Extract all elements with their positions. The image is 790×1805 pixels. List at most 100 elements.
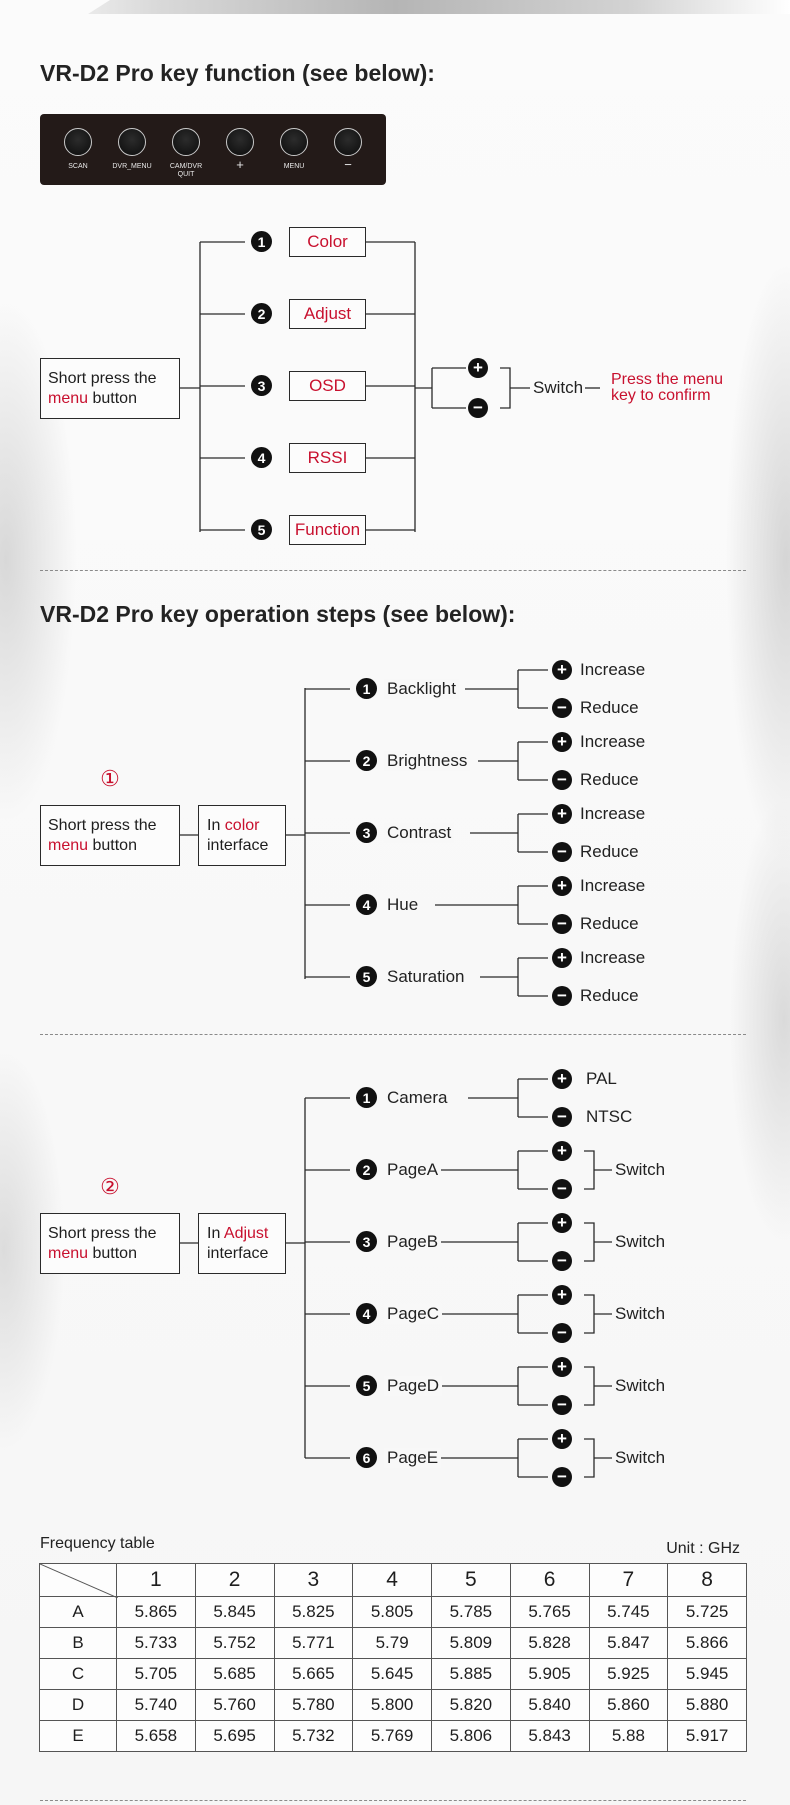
column-header: 6 bbox=[509, 1563, 590, 1597]
increase-label: Increase bbox=[580, 804, 646, 823]
frequency-table-title: Frequency table bbox=[40, 1535, 155, 1552]
pal-label: PAL bbox=[586, 1069, 617, 1088]
plus-key-label: + bbox=[236, 157, 244, 172]
table-cell: 5.945 bbox=[667, 1658, 747, 1690]
short-press-menu-box-2: Short press the menu button bbox=[40, 805, 180, 866]
plus-icon: + bbox=[552, 948, 572, 968]
menu-item-osd: OSD bbox=[289, 371, 366, 401]
confirm-note: Press the menu key to confirm bbox=[611, 372, 723, 404]
table-cell: 5.745 bbox=[588, 1596, 669, 1628]
increase-label: Increase bbox=[580, 660, 646, 679]
step-marker-2: ② bbox=[100, 1174, 120, 1199]
item-pagec: PageC bbox=[384, 1304, 442, 1324]
plus-icon: + bbox=[552, 1429, 572, 1449]
table-cell: 5.88 bbox=[588, 1720, 669, 1752]
table-corner-cell bbox=[39, 1563, 118, 1598]
switch-label: Switch bbox=[615, 1232, 666, 1251]
table-cell: 5.905 bbox=[509, 1658, 590, 1690]
short-press-text: Short press the bbox=[48, 370, 157, 387]
plus-icon: + bbox=[552, 1357, 572, 1377]
confirm-line-1: Press the menu bbox=[611, 371, 724, 388]
increase-label: Increase bbox=[580, 732, 646, 751]
menu-key[interactable] bbox=[280, 128, 308, 156]
table-cell: 5.785 bbox=[431, 1596, 511, 1628]
table-cell: 5.765 bbox=[509, 1596, 590, 1628]
interface-line-1: In Adjust bbox=[207, 1224, 285, 1244]
table-cell: 5.665 bbox=[273, 1658, 354, 1690]
reduce-label: Reduce bbox=[580, 698, 639, 717]
plus-icon: + bbox=[552, 1285, 572, 1305]
switch-label: Switch bbox=[615, 1304, 666, 1323]
adjust-word: Adjust bbox=[223, 1225, 269, 1242]
number-badge-5: 5 bbox=[251, 519, 272, 540]
menu-item-color: Color bbox=[289, 227, 366, 257]
switch-label: Switch bbox=[615, 1160, 666, 1179]
color-interface-box: In color interface bbox=[198, 805, 286, 866]
dvr-menu-key-label: DVR_MENU bbox=[112, 163, 152, 170]
table-row: D 5.740 5.760 5.780 5.800 5.820 5.840 5.… bbox=[39, 1689, 747, 1721]
confirm-line-2: key to confirm bbox=[611, 387, 711, 404]
menu-word: menu bbox=[48, 837, 89, 854]
column-header: 2 bbox=[194, 1563, 275, 1597]
plus-icon: + bbox=[552, 804, 572, 824]
plus-icon: + bbox=[552, 660, 572, 680]
plus-icon: + bbox=[552, 1213, 572, 1233]
plus-key[interactable] bbox=[226, 128, 254, 156]
table-cell: 5.840 bbox=[509, 1689, 590, 1721]
key-function-title: VR-D2 Pro key function (see below): bbox=[40, 60, 435, 86]
dvr-menu-key[interactable] bbox=[118, 128, 146, 156]
table-cell: 5.733 bbox=[116, 1627, 196, 1659]
item-saturation: Saturation bbox=[384, 967, 468, 987]
row-label: D bbox=[39, 1689, 117, 1721]
minus-key-label: − bbox=[344, 157, 352, 172]
row-label: C bbox=[39, 1658, 117, 1690]
item-backlight: Backlight bbox=[384, 679, 459, 699]
column-header: 1 bbox=[116, 1563, 196, 1597]
column-header: 5 bbox=[431, 1563, 511, 1597]
number-badge-4: 4 bbox=[356, 1303, 377, 1324]
row-label: A bbox=[39, 1596, 117, 1628]
cam-dvr-quit-key-label: CAM/DVR QUIT bbox=[169, 163, 203, 178]
in-word: In bbox=[207, 1225, 224, 1242]
keypad: SCAN DVR_MENU CAM/DVR QUIT + MENU − bbox=[40, 114, 386, 185]
minus-key[interactable] bbox=[334, 128, 362, 156]
table-cell: 5.825 bbox=[273, 1596, 354, 1628]
table-cell: 5.809 bbox=[431, 1627, 511, 1659]
table-cell: 5.740 bbox=[116, 1689, 196, 1721]
menu-item-rssi: RSSI bbox=[289, 443, 366, 473]
table-header-row: 1 2 3 4 5 6 7 8 bbox=[39, 1563, 747, 1598]
in-word: In bbox=[207, 817, 225, 834]
menu-word: menu bbox=[48, 1245, 89, 1262]
minus-icon: − bbox=[552, 1323, 572, 1343]
top-decorative-band bbox=[0, 0, 790, 14]
table-cell: 5.865 bbox=[116, 1596, 196, 1628]
number-badge-1: 1 bbox=[356, 678, 377, 699]
scan-key[interactable] bbox=[64, 128, 92, 156]
switch-label: Switch bbox=[615, 1448, 666, 1467]
minus-icon: − bbox=[552, 1107, 572, 1127]
table-cell: 5.705 bbox=[116, 1658, 196, 1690]
minus-icon: − bbox=[552, 914, 572, 934]
table-row: A 5.865 5.845 5.825 5.805 5.785 5.765 5.… bbox=[39, 1596, 747, 1628]
item-contrast: Contrast bbox=[384, 823, 455, 843]
plus-icon: + bbox=[552, 732, 572, 752]
column-header: 3 bbox=[273, 1563, 354, 1597]
table-cell: 5.780 bbox=[273, 1689, 354, 1721]
reduce-label: Reduce bbox=[580, 986, 639, 1005]
table-cell: 5.885 bbox=[431, 1658, 511, 1690]
minus-icon: − bbox=[552, 1395, 572, 1415]
column-header: 4 bbox=[352, 1563, 432, 1597]
section-divider-3 bbox=[40, 1800, 746, 1801]
number-badge-3: 3 bbox=[251, 375, 272, 396]
item-paged: PageD bbox=[384, 1376, 442, 1396]
cam-dvr-quit-key[interactable] bbox=[172, 128, 200, 156]
table-cell: 5.685 bbox=[194, 1658, 275, 1690]
interface-word: interface bbox=[207, 1245, 269, 1262]
number-badge-4: 4 bbox=[251, 447, 272, 468]
number-badge-6: 6 bbox=[356, 1447, 377, 1468]
item-pagea: PageA bbox=[384, 1160, 442, 1180]
table-cell: 5.769 bbox=[352, 1720, 432, 1752]
table-cell: 5.925 bbox=[588, 1658, 669, 1690]
column-header: 8 bbox=[667, 1563, 747, 1597]
